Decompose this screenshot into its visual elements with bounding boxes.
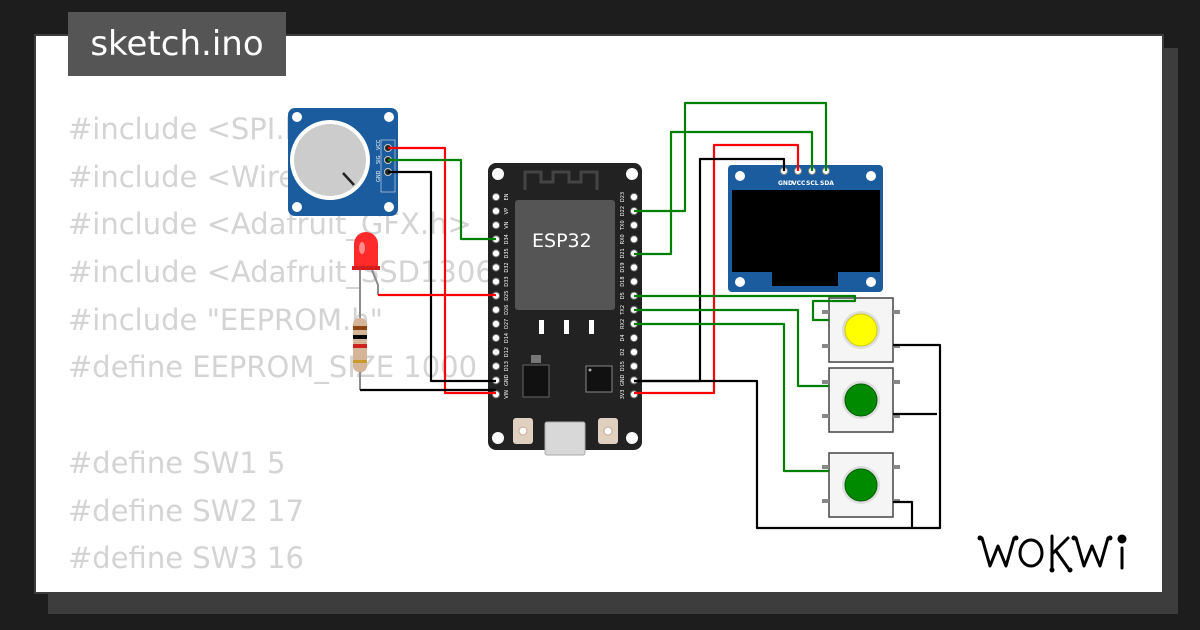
esp32-pin[interactable] — [629, 362, 639, 371]
push-button-green[interactable] — [822, 452, 900, 518]
resistor[interactable] — [353, 295, 367, 390]
esp32-pin-label: D35 — [504, 248, 510, 258]
potentiometer[interactable]: VCC SIG GND — [288, 108, 398, 216]
esp32-pin-label: D34 — [504, 234, 510, 244]
esp32-chip — [515, 200, 615, 310]
esp32-pin[interactable] — [491, 277, 501, 286]
esp32-pin[interactable] — [491, 192, 501, 202]
code-line: #include <Adafruit_GFX.h> — [68, 207, 472, 242]
file-name-tab[interactable]: sketch.ino — [68, 12, 286, 76]
wire-black[interactable] — [893, 500, 914, 528]
wokwi-logo — [977, 534, 1127, 573]
esp32-pin-label: D23 — [620, 192, 626, 202]
esp32-pin[interactable] — [491, 207, 501, 216]
usb-port — [544, 421, 586, 456]
esp32-pin[interactable] — [491, 319, 501, 328]
esp32-pin-label: VN — [504, 221, 510, 228]
esp32-pin-label: D26 — [504, 305, 510, 315]
esp32-pin[interactable] — [629, 348, 639, 357]
wire-black[interactable] — [634, 343, 942, 530]
esp32-pin-label: D33 — [504, 276, 510, 286]
esp32-pin[interactable] — [629, 277, 639, 286]
esp32-pin-label: VIN — [504, 390, 510, 399]
esp32-pin-label: D13 — [504, 361, 510, 371]
red-led[interactable] — [352, 232, 380, 295]
esp32-pin[interactable] — [491, 249, 501, 258]
wire-green[interactable] — [388, 158, 496, 241]
wire-green[interactable] — [634, 130, 814, 256]
esp32-pin[interactable] — [629, 221, 639, 230]
esp32-pin-label: D32 — [504, 262, 510, 272]
esp32-pin[interactable] — [629, 192, 639, 202]
esp32-pin[interactable] — [491, 263, 501, 272]
oled-pin-label: GND — [778, 180, 793, 187]
esp32-pin-label: VP — [504, 208, 510, 214]
esp32-pin-label: D22 — [620, 206, 626, 216]
esp32-board[interactable]: ESP32 ENVPVND34D35D32D33D25D26D27D14D12D… — [488, 163, 642, 456]
code-line: #define SW2 17 — [68, 493, 304, 528]
wire-green[interactable] — [634, 294, 857, 322]
wires — [360, 101, 942, 530]
esp32-pin-label: D27 — [504, 319, 510, 329]
esp32-pin[interactable] — [629, 390, 639, 399]
esp32-pin[interactable] — [491, 390, 501, 399]
voltage-regulator — [522, 364, 550, 398]
esp32-pin[interactable] — [629, 263, 639, 272]
esp32-pin[interactable] — [491, 362, 501, 371]
push-button-green[interactable] — [822, 367, 900, 433]
esp32-pin-label: D19 — [620, 262, 626, 272]
esp32-pin-label: D15 — [620, 361, 626, 371]
oled-pin-label: VCC — [792, 180, 806, 187]
esp32-pin-label: GND — [620, 374, 626, 386]
oled-display[interactable]: GND VCC SCL SDA — [728, 165, 883, 292]
pot-knob[interactable] — [294, 124, 366, 196]
esp32-pin-label: TX0 — [620, 220, 626, 231]
oled-pin-label: SCL — [806, 180, 819, 187]
esp32-pin[interactable] — [491, 348, 501, 357]
oled-screen — [732, 190, 880, 272]
oled-pin-label: SDA — [820, 180, 834, 187]
esp32-pin-label: GND — [504, 374, 510, 386]
esp32-pin-label: D2 — [620, 349, 626, 356]
esp32-pin-label: D25 — [504, 291, 510, 301]
pot-pin-label: SIG — [376, 155, 382, 164]
esp32-chip-label: ESP32 — [532, 230, 592, 252]
wire-green[interactable] — [634, 322, 829, 473]
esp32-pin-label: D4 — [620, 334, 626, 341]
wire-green[interactable] — [634, 101, 828, 213]
wire-red[interactable] — [388, 146, 496, 395]
esp32-pin[interactable] — [629, 235, 639, 244]
esp32-pin-label: RX2 — [620, 319, 626, 329]
esp32-pin-label: D18 — [620, 276, 626, 286]
esp32-pin-label: RX0 — [620, 234, 626, 244]
code-line: #define SW3 16 — [68, 541, 304, 576]
esp32-pin[interactable] — [491, 333, 501, 343]
esp32-pin-label: D14 — [504, 333, 510, 343]
code-line: #define LED 25 — [68, 583, 546, 592]
wire-red[interactable] — [634, 143, 800, 395]
wire-black[interactable] — [388, 170, 496, 383]
code-line: #define SW1 5 — [68, 445, 286, 480]
esp32-pin-label: D5 — [620, 292, 626, 299]
esp32-pin[interactable] — [491, 221, 501, 230]
esp32-pin-label: D21 — [620, 248, 626, 258]
esp32-pin[interactable] — [629, 333, 639, 343]
push-button-yellow[interactable] — [822, 297, 900, 363]
esp32-pin-label: EN — [504, 193, 510, 200]
esp32-pin-label: D12 — [504, 347, 510, 357]
wire-green[interactable] — [634, 308, 829, 388]
esp32-pin[interactable] — [491, 305, 501, 314]
pot-pin-label: VCC — [376, 139, 382, 150]
pot-pin-label: GND — [376, 170, 382, 182]
esp32-pin-label: 3V3 — [620, 390, 626, 400]
esp32-pin-label: TX2 — [620, 305, 626, 316]
